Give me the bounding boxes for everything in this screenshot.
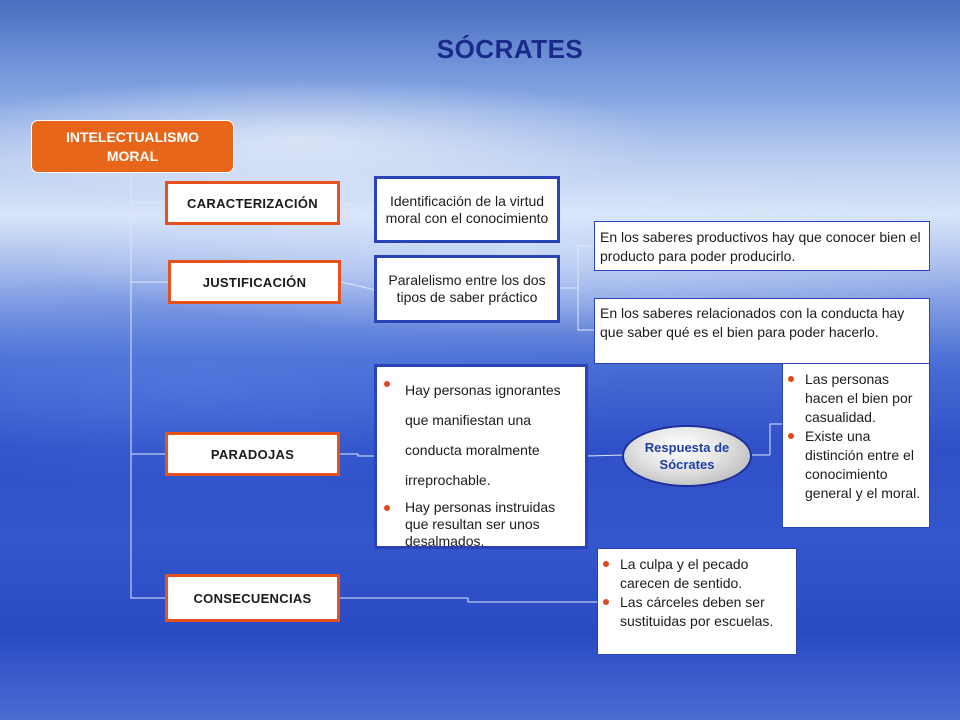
root-node-label: INTELECTUALISMO MORAL	[66, 128, 199, 164]
respuesta-list: Las personas hacen el bien por casualida…	[785, 370, 925, 503]
consecuencia-item: La culpa y el pecado carecen de sentido.	[600, 555, 792, 593]
paradojas-description: Hay personas ignorantes que manifiestan …	[374, 364, 588, 549]
paradojas-list: Hay personas ignorantes que manifiestan …	[381, 375, 579, 550]
category-paradojas: PARADOJAS	[165, 432, 340, 476]
category-label: PARADOJAS	[210, 446, 295, 462]
root-node-intelectualismo-moral: INTELECTUALISMO MORAL	[31, 120, 234, 173]
respuesta-item: Existe una distinción entre el conocimie…	[785, 427, 925, 503]
respuesta-item: Las personas hacen el bien por casualida…	[785, 370, 925, 427]
justificacion-description: Paralelismo entre los dos tipos de saber…	[374, 255, 560, 323]
saberes-conducta-text: En los saberes relacionados con la condu…	[600, 305, 905, 340]
respuesta-details: Las personas hacen el bien por casualida…	[782, 363, 930, 528]
respuesta-socrates-node: Respuesta de Sócrates	[622, 425, 752, 487]
consecuencias-list: La culpa y el pecado carecen de sentido.…	[600, 555, 792, 631]
respuesta-socrates-label: Respuesta de Sócrates	[644, 440, 730, 472]
justificacion-description-text: Paralelismo entre los dos tipos de saber…	[388, 272, 546, 305]
saberes-conducta-box: En los saberes relacionados con la condu…	[594, 298, 930, 364]
category-label: CONSECUENCIAS	[193, 590, 312, 606]
caracterizacion-description-text: Identificación de la virtud moral con el…	[385, 192, 549, 226]
consecuencias-details: La culpa y el pecado carecen de sentido.…	[597, 548, 797, 655]
consecuencia-item: Las cárceles deben ser sustituidas por e…	[600, 593, 792, 631]
category-label: CARACTERIZACIÓN	[187, 195, 318, 211]
category-consecuencias: CONSECUENCIAS	[165, 574, 340, 622]
category-caracterizacion: CARACTERIZACIÓN	[165, 181, 340, 225]
category-label: JUSTIFICACIÓN	[202, 274, 307, 290]
caracterizacion-description: Identificación de la virtud moral con el…	[374, 176, 560, 243]
paradoja-item: Hay personas instruidas que resultan ser…	[381, 499, 579, 550]
saberes-productivos-text: En los saberes productivos hay que conoc…	[600, 229, 921, 264]
saberes-productivos-box: En los saberes productivos hay que conoc…	[594, 221, 930, 271]
category-justificacion: JUSTIFICACIÓN	[168, 260, 341, 304]
paradoja-item: Hay personas ignorantes que manifiestan …	[381, 375, 579, 495]
page-title: SÓCRATES	[436, 34, 584, 64]
